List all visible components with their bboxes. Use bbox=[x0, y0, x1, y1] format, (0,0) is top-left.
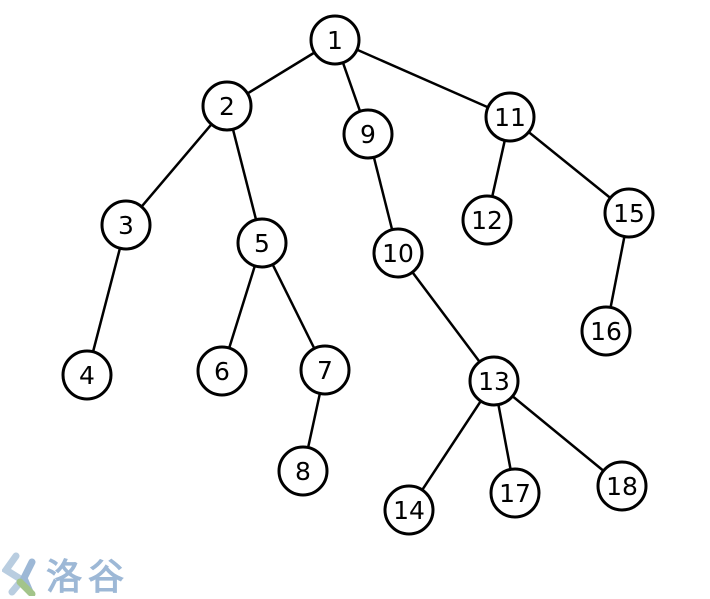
node-18: 18 bbox=[596, 460, 648, 512]
node-circle bbox=[372, 227, 424, 279]
node-13: 13 bbox=[468, 355, 520, 407]
node-1: 1 bbox=[309, 14, 361, 66]
node-10: 10 bbox=[372, 227, 424, 279]
node-circle bbox=[342, 108, 394, 160]
node-circle bbox=[201, 80, 253, 132]
node-circle bbox=[603, 187, 655, 239]
node-label: 12 bbox=[471, 206, 503, 235]
node-5: 5 bbox=[236, 217, 288, 269]
node-label: 16 bbox=[590, 317, 622, 346]
luogu-logo-text: 洛谷 bbox=[46, 557, 131, 598]
node-17: 17 bbox=[489, 467, 541, 519]
node-label: 5 bbox=[254, 229, 270, 258]
node-6: 6 bbox=[196, 345, 248, 397]
node-4: 4 bbox=[61, 349, 113, 401]
node-circle bbox=[468, 355, 520, 407]
node-label: 14 bbox=[393, 496, 425, 525]
node-label: 11 bbox=[494, 103, 526, 132]
node-circle bbox=[489, 467, 541, 519]
edge-1-11 bbox=[334, 38, 511, 119]
node-label: 15 bbox=[613, 199, 645, 228]
node-circle bbox=[461, 194, 513, 246]
node-16: 16 bbox=[580, 305, 632, 357]
node-2: 2 bbox=[201, 80, 253, 132]
node-label: 17 bbox=[499, 479, 531, 508]
node-circle bbox=[61, 349, 113, 401]
node-label: 9 bbox=[360, 120, 376, 149]
node-circle bbox=[196, 345, 248, 397]
edge-3-4 bbox=[85, 224, 128, 376]
node-12: 12 bbox=[461, 194, 513, 246]
node-3: 3 bbox=[100, 199, 152, 251]
node-7: 7 bbox=[299, 344, 351, 396]
node-label: 8 bbox=[295, 457, 311, 486]
node-11: 11 bbox=[484, 91, 536, 143]
edge-13-18 bbox=[493, 380, 623, 487]
node-label: 7 bbox=[317, 356, 333, 385]
node-circle bbox=[484, 91, 536, 143]
node-circle bbox=[309, 14, 361, 66]
edge-2-3 bbox=[125, 105, 228, 226]
node-circle bbox=[299, 344, 351, 396]
node-15: 15 bbox=[603, 187, 655, 239]
node-circle bbox=[100, 199, 152, 251]
node-label: 10 bbox=[382, 239, 414, 268]
node-9: 9 bbox=[342, 108, 394, 160]
node-circle bbox=[596, 460, 648, 512]
node-label: 3 bbox=[118, 211, 134, 240]
node-label: 1 bbox=[327, 26, 343, 55]
node-label: 2 bbox=[219, 92, 235, 121]
node-label: 13 bbox=[478, 367, 510, 396]
node-circle bbox=[236, 217, 288, 269]
node-circle bbox=[580, 305, 632, 357]
node-8: 8 bbox=[277, 445, 329, 497]
node-circle bbox=[277, 445, 329, 497]
luogu-logo: 洛谷 bbox=[2, 548, 130, 599]
edge-13-14 bbox=[407, 380, 496, 511]
node-label: 18 bbox=[606, 472, 638, 501]
luogu-logo-icon bbox=[2, 552, 36, 596]
node-14: 14 bbox=[383, 484, 435, 536]
node-label: 4 bbox=[79, 361, 95, 390]
node-label: 6 bbox=[214, 357, 230, 386]
edge-10-13 bbox=[397, 252, 495, 382]
node-circle bbox=[383, 484, 435, 536]
